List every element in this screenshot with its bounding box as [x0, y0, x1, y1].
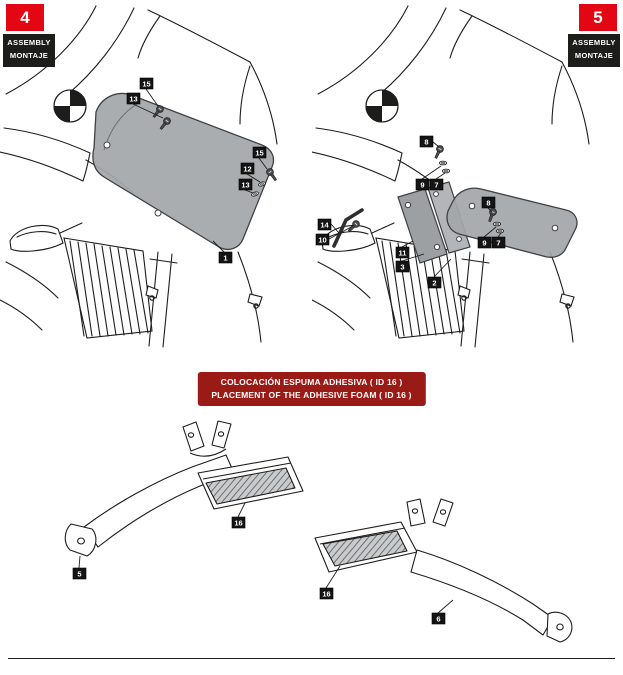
right-bracket-foam-illustration: 16 6 [314, 498, 573, 643]
part-callout: 15 [139, 77, 159, 107]
step-header-line1: ASSEMBLY [7, 38, 51, 47]
step-header-line2: MONTAJE [9, 50, 49, 60]
svg-text:8: 8 [424, 138, 428, 147]
part-callout: 1 [212, 240, 233, 264]
part-callout: 11 [395, 240, 414, 259]
windscreen [92, 92, 275, 250]
svg-text:14: 14 [320, 221, 329, 230]
step-number-badge: 5 [579, 4, 617, 31]
step-header: ASSEMBLY MONTAJE [3, 34, 55, 67]
page-footer-rule [8, 658, 615, 659]
washer-icon [438, 160, 448, 166]
svg-text:10: 10 [318, 236, 326, 245]
step-header: ASSEMBLY MONTAJE [568, 34, 620, 67]
part-callout: 14 [317, 218, 340, 234]
banner-line-en: PLACEMENT OF THE ADHESIVE FOAM ( ID 16 ) [211, 389, 412, 400]
windscreen-detached [446, 187, 578, 258]
adhesive-foam-strip [322, 530, 408, 567]
part-callout: 12 [240, 162, 261, 183]
washer-icon [495, 228, 505, 234]
step-5-illustration: 8 9 7 14 10 11 3 [312, 5, 590, 348]
svg-text:11: 11 [399, 249, 407, 258]
part-callout: 8 [481, 196, 496, 213]
svg-text:16: 16 [234, 519, 242, 528]
step-header-line1: ASSEMBLY [572, 38, 616, 47]
svg-text:12: 12 [243, 165, 251, 174]
adhesive-foam-strip [205, 467, 296, 505]
part-callout: 15 [252, 146, 268, 170]
washer-icon [492, 221, 502, 227]
svg-text:15: 15 [142, 80, 150, 89]
svg-text:3: 3 [400, 263, 404, 272]
washer-icon [441, 168, 451, 174]
step-header-line2: MONTAJE [574, 50, 614, 60]
svg-text:8: 8 [486, 199, 490, 208]
part-callout: 16 [319, 565, 341, 600]
svg-text:16: 16 [322, 590, 330, 599]
part-callout: 13 [238, 178, 254, 194]
step-number-badge: 4 [6, 4, 44, 31]
svg-text:1: 1 [223, 254, 227, 263]
part-callout: 7 [491, 232, 506, 249]
step-4-illustration: 15 13 15 12 13 1 [0, 5, 279, 348]
part-callout: 5 [72, 555, 87, 580]
part-callout: 9 [415, 165, 442, 191]
svg-text:13: 13 [129, 95, 137, 104]
svg-text:7: 7 [496, 239, 500, 248]
svg-text:13: 13 [241, 181, 249, 190]
svg-text:6: 6 [436, 615, 440, 624]
part-callout: 16 [231, 502, 246, 529]
svg-text:9: 9 [420, 181, 424, 190]
part-callout: 7 [429, 172, 446, 191]
motorcycle-front-line-art [312, 5, 590, 348]
svg-text:5: 5 [77, 570, 81, 579]
part-callout: 6 [431, 599, 454, 625]
part-callout: 10 [315, 225, 354, 246]
svg-text:7: 7 [434, 181, 438, 190]
svg-text:2: 2 [432, 279, 436, 288]
part-callout: 3 [395, 253, 425, 273]
part-callout: 8 [419, 135, 440, 148]
svg-text:15: 15 [255, 149, 263, 158]
part-callout: 2 [427, 258, 452, 289]
svg-text:9: 9 [482, 239, 486, 248]
right-bracket-line-art [314, 498, 573, 643]
left-bracket-foam-illustration: 16 5 [64, 420, 304, 580]
banner-line-es: COLOCACIÓN ESPUMA ADHESIVA ( ID 16 ) [220, 377, 403, 387]
adhesive-foam-banner: COLOCACIÓN ESPUMA ADHESIVA ( ID 16 ) PLA… [197, 372, 426, 406]
left-bracket-line-art [64, 420, 304, 557]
part-callout: 13 [126, 92, 164, 119]
allen-key-icon [332, 208, 364, 248]
part-callout: 9 [477, 226, 497, 249]
